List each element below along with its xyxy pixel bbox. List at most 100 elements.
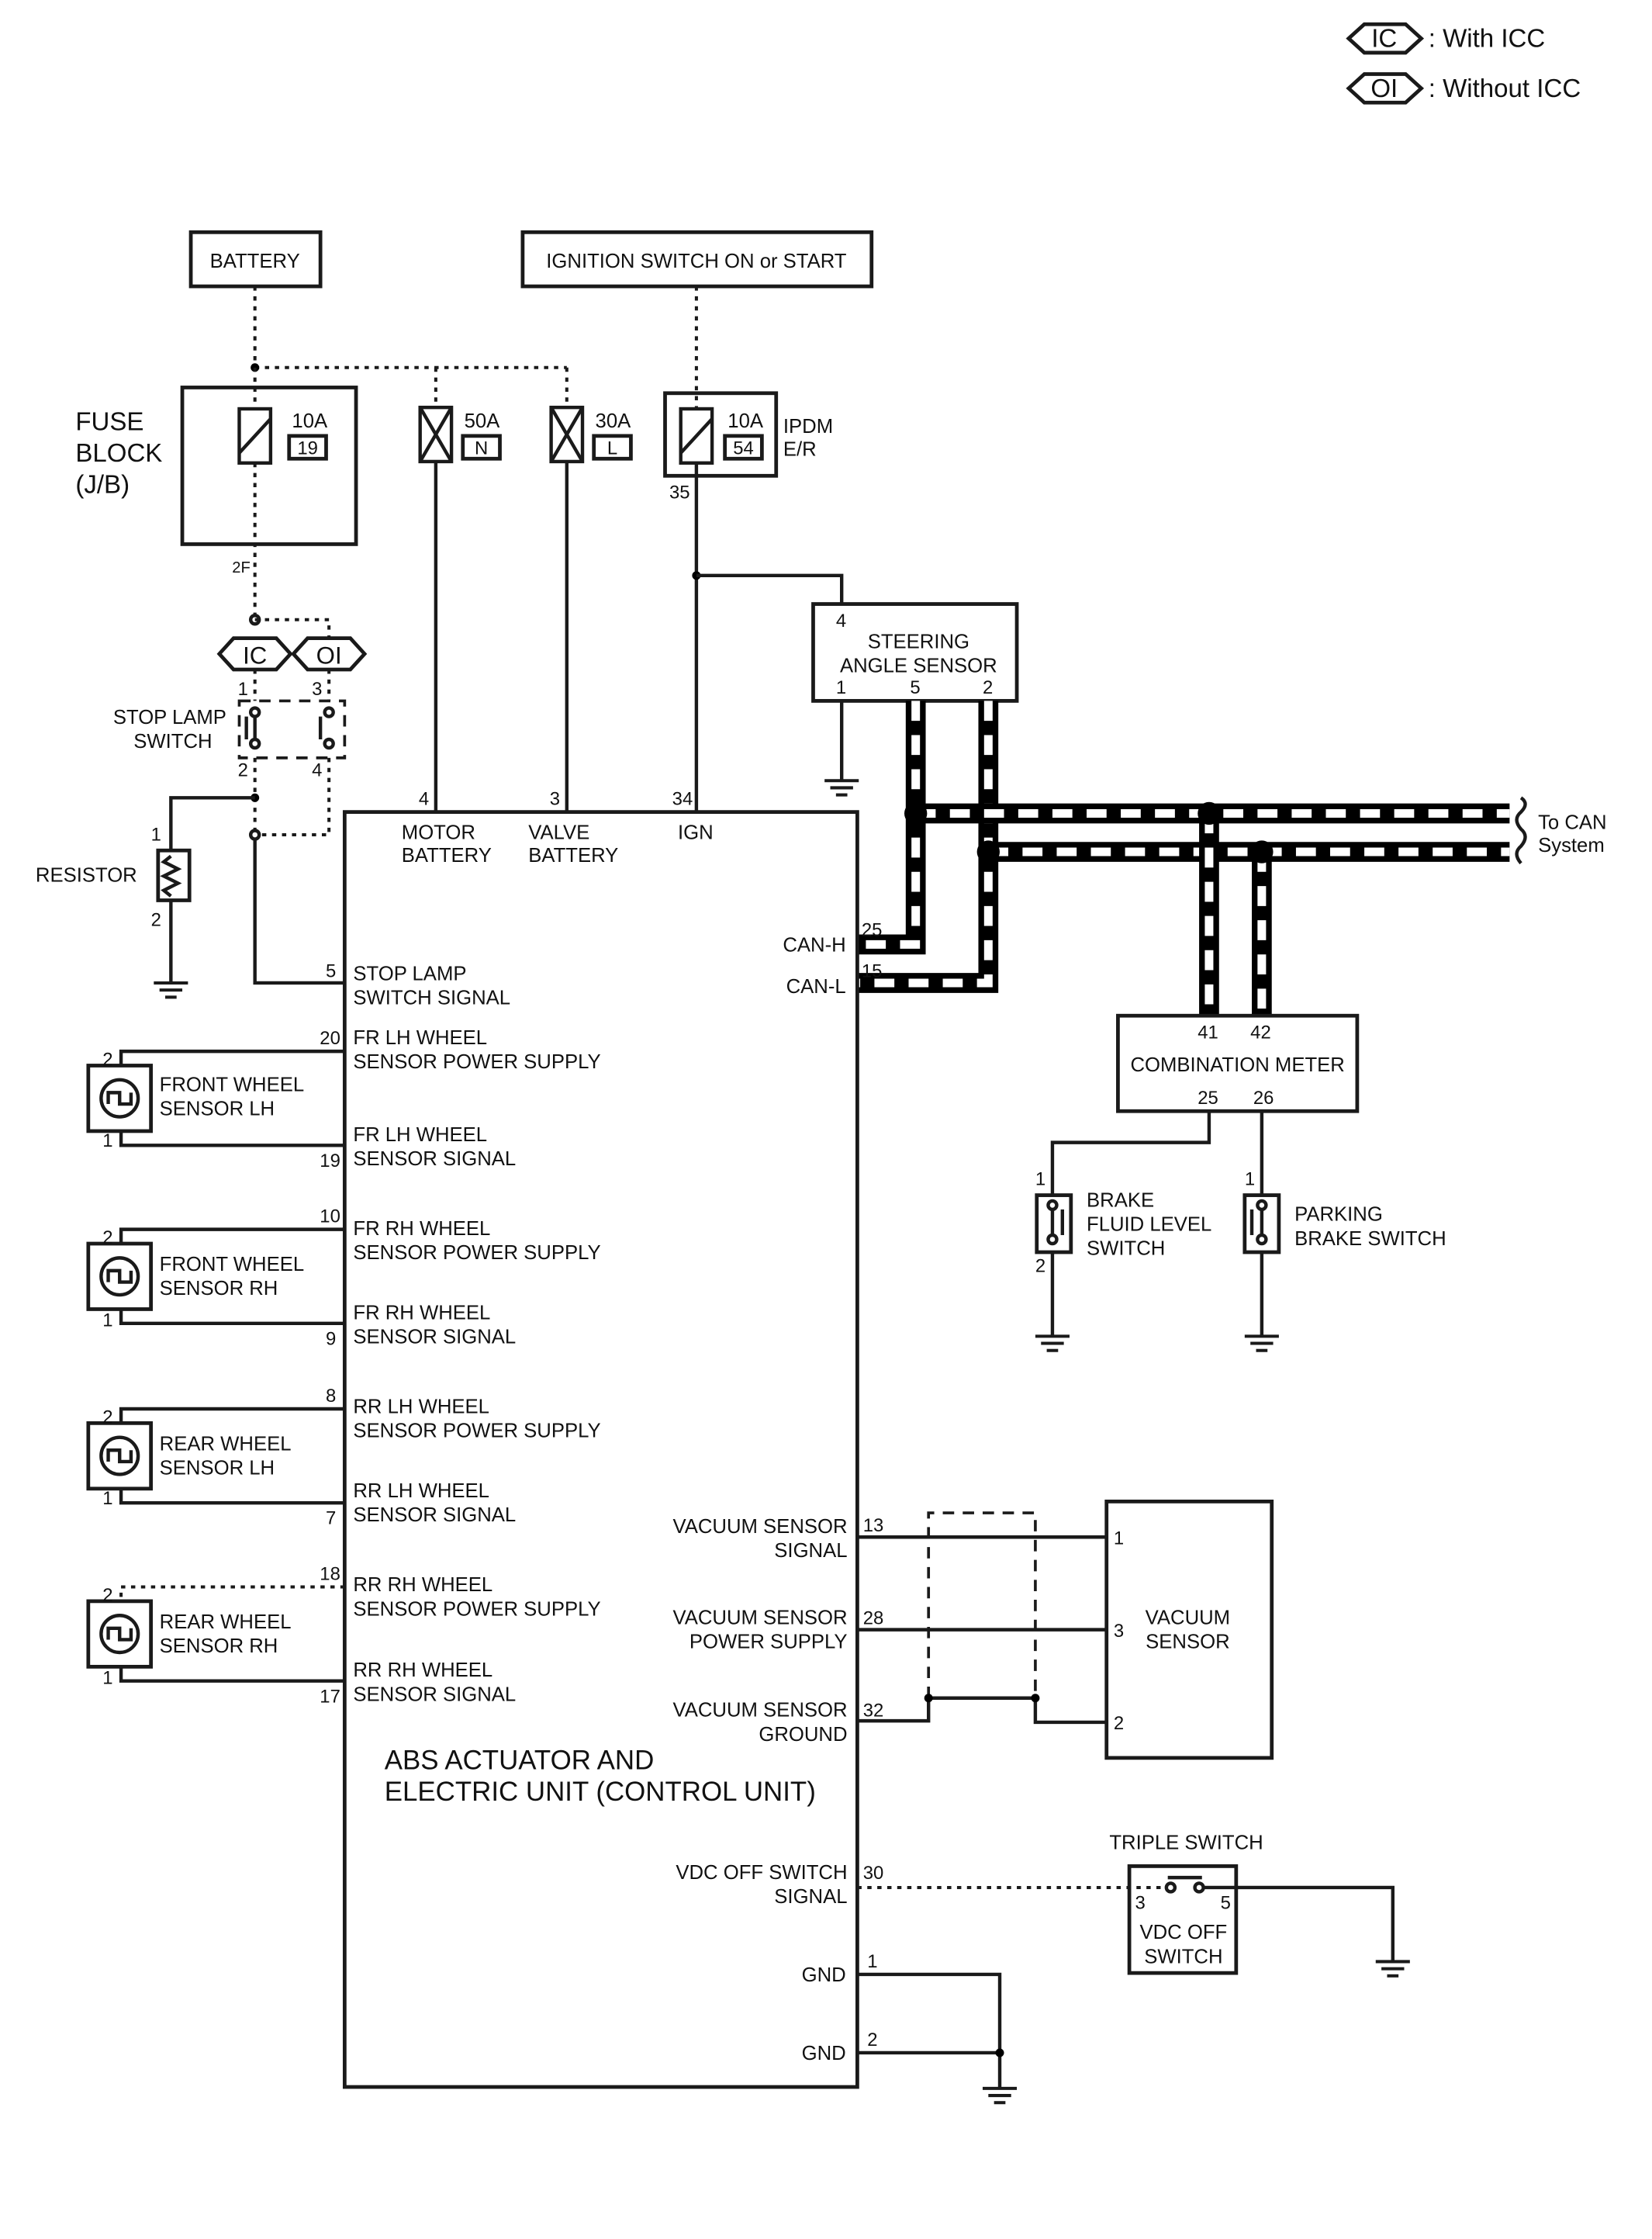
abs-pin-17: 17: [320, 1686, 340, 1707]
abs-rr-rh-signal-line1: RR RH WHEEL: [353, 1659, 492, 1681]
triple-switch-title: TRIPLE SWITCH: [1109, 1832, 1263, 1853]
vacuum-ground-wire: [857, 1696, 1107, 1725]
resistor-feed-wire: [169, 796, 255, 851]
combination-meter-pin-41: 41: [1198, 1023, 1218, 1043]
legend-oi-text: : Without ICC: [1429, 74, 1581, 103]
abs-valve-battery-line2: BATTERY: [528, 845, 618, 867]
steering-sensor-label-line2: ANGLE SENSOR: [840, 656, 997, 677]
abs-fr-rh-signal-line2: SENSOR SIGNAL: [353, 1327, 516, 1348]
abs-pin-1: 1: [867, 1951, 877, 1972]
stop-lamp-signal-wire: [253, 839, 345, 985]
wheel-sensor-rear-rh-pin-1: 1: [102, 1667, 112, 1688]
combination-meter-pin-25: 25: [1198, 1088, 1218, 1109]
fuse-block-connector-2f: 2F: [232, 559, 251, 576]
abs-fr-lh-signal-line1: FR LH WHEEL: [353, 1124, 487, 1146]
steering-angle-sensor: 4 STEERING ANGLE SENSOR 1 5 2: [811, 602, 1019, 703]
abs-pin-10: 10: [320, 1206, 340, 1227]
fuse-block-label-line1: FUSE: [75, 408, 143, 437]
wheel-sensor-front-lh-line1: FRONT WHEEL: [160, 1075, 305, 1096]
fuse-block-label-line3: (J/B): [75, 470, 130, 499]
can-h-junction-meter: [1198, 801, 1221, 825]
stop-lamp-switch-label-line1: STOP LAMP: [113, 707, 226, 728]
abs-vacuum-power-line2: POWER SUPPLY: [689, 1631, 848, 1652]
triple-switch-pin-3: 3: [1135, 1893, 1145, 1914]
abs-fr-lh-signal-line2: SENSOR SIGNAL: [353, 1148, 516, 1170]
stop-lamp-oi-tag-shape: [291, 636, 368, 672]
can-system-label-line2: System: [1538, 835, 1605, 856]
ipdm-label-line2: E/R: [783, 439, 817, 461]
resistor-label: RESISTOR: [36, 865, 137, 887]
steering-sensor-pin-4: 4: [836, 611, 846, 632]
can-l-junction-meter: [1250, 840, 1274, 863]
brake-fluid-wire: [1050, 1111, 1211, 1196]
wheel-sensor-front-rh-pin-2: 2: [102, 1227, 112, 1248]
abs-pin-7: 7: [326, 1508, 336, 1529]
vacuum-sensor-label-line2: SENSOR: [1146, 1631, 1229, 1652]
fusible-link-l-code: L: [607, 438, 617, 459]
brake-fluid-level-switch: 1 2 BRAKE FLUID LEVEL SWITCH: [1035, 1169, 1211, 1352]
parking-brake-label-line2: BRAKE SWITCH: [1294, 1228, 1446, 1250]
parking-brake-pin-1: 1: [1245, 1169, 1255, 1190]
abs-unit-title-line1: ABS ACTUATOR AND: [385, 1746, 655, 1776]
battery-label: BATTERY: [210, 251, 300, 272]
stop-lamp-pin-4: 4: [312, 760, 322, 781]
abs-can-l-label: CAN-L: [786, 976, 846, 998]
steering-sensor-pin-2: 2: [983, 677, 993, 698]
wheel-sensor-rear-lh-pin-1: 1: [102, 1488, 112, 1509]
combination-meter: 41 42 COMBINATION METER 25 26: [1116, 1013, 1360, 1113]
abs-rr-rh-power-line2: SENSOR POWER SUPPLY: [353, 1598, 600, 1620]
ground-symbol-parking-brake: [1244, 1334, 1279, 1352]
legend: IC : With ICC OI : Without ICC: [1346, 22, 1581, 105]
ipdm-er: 10A 54 IPDM E/R 35: [663, 391, 833, 504]
abs-pin-4: 4: [419, 788, 429, 809]
wheel-sensor-rear-lh-line2: SENSOR LH: [160, 1457, 275, 1479]
wheel-sensor-rear-lh-pin-2: 2: [102, 1407, 112, 1427]
ground-symbol-resistor: [154, 981, 188, 999]
abs-gnd-2-label: GND: [802, 2043, 846, 2064]
abs-unit-body: [342, 810, 859, 2089]
triple-switch: TRIPLE SWITCH 3 5 VDC OFF SWITCH: [1109, 1832, 1263, 1975]
wheel-sensor-rear-rh: REAR WHEEL SENSOR RH 2 1: [86, 1585, 345, 1688]
ipdm-fuse-amp: 10A: [728, 410, 764, 432]
can-h-junction-steering: [904, 801, 928, 825]
wheel-sensor-front-rh-pin-1: 1: [102, 1310, 112, 1331]
fusible-link-l: 30A L: [549, 405, 633, 464]
abs-pin-13: 13: [863, 1515, 884, 1536]
fusible-link-n: 50A N: [418, 405, 502, 464]
wheel-sensor-rear-lh-icon: [99, 1435, 140, 1476]
legend-ic-text: : With ICC: [1429, 25, 1546, 54]
ground-symbol-steering: [824, 779, 859, 797]
ground-symbol-abs: [982, 2086, 1018, 2105]
brake-fluid-label-line3: SWITCH: [1087, 1238, 1165, 1260]
abs-pin-5: 5: [326, 961, 336, 982]
abs-gnd-1-label: GND: [802, 1964, 846, 1986]
parking-brake-switch: 1 PARKING BRAKE SWITCH: [1242, 1169, 1446, 1352]
vacuum-sensor-label-line1: VACUUM: [1146, 1607, 1230, 1628]
abs-pin-3: 3: [550, 788, 560, 809]
wheel-sensor-rear-lh: REAR WHEEL SENSOR LH 2 1: [86, 1407, 345, 1509]
resistor: RESISTOR 1 2: [36, 824, 192, 999]
abs-ign-label: IGN: [678, 822, 714, 844]
abs-fr-rh-power-line1: FR RH WHEEL: [353, 1218, 490, 1240]
abs-vacuum-ground-line2: GROUND: [759, 1724, 847, 1746]
abs-fr-lh-power-line2: SENSOR POWER SUPPLY: [353, 1051, 600, 1073]
abs-rr-rh-signal-line2: SENSOR SIGNAL: [353, 1684, 516, 1705]
brake-fluid-label-line1: BRAKE: [1087, 1189, 1154, 1211]
stop-lamp-switch-label-line2: SWITCH: [133, 731, 212, 753]
combination-meter-pin-26: 26: [1253, 1088, 1274, 1109]
legend-ic-tag-shape: [1346, 22, 1425, 55]
ignition-switch-box: IGNITION SWITCH ON or START: [520, 230, 874, 289]
legend-oi-tag-shape: [1346, 72, 1425, 105]
abs-vacuum-power-line1: VACUUM SENSOR: [673, 1607, 848, 1628]
abs-pin-2: 2: [867, 2030, 877, 2050]
resistor-pin-2: 2: [151, 910, 161, 931]
abs-pin-9: 9: [326, 1328, 336, 1349]
abs-vacuum-ground-line1: VACUUM SENSOR: [673, 1700, 848, 1722]
combination-meter-pin-42: 42: [1250, 1023, 1271, 1043]
ignition-switch-label: IGNITION SWITCH ON or START: [546, 251, 847, 272]
fuse-block-label-line2: BLOCK: [75, 439, 162, 468]
vacuum-sensor-pin-3: 3: [1114, 1621, 1124, 1642]
abs-actuator-unit: ABS ACTUATOR AND ELECTRIC UNIT (CONTROL …: [320, 788, 884, 2089]
fusible-link-n-amp: 50A: [465, 410, 501, 432]
combination-meter-label: COMBINATION METER: [1130, 1054, 1344, 1076]
